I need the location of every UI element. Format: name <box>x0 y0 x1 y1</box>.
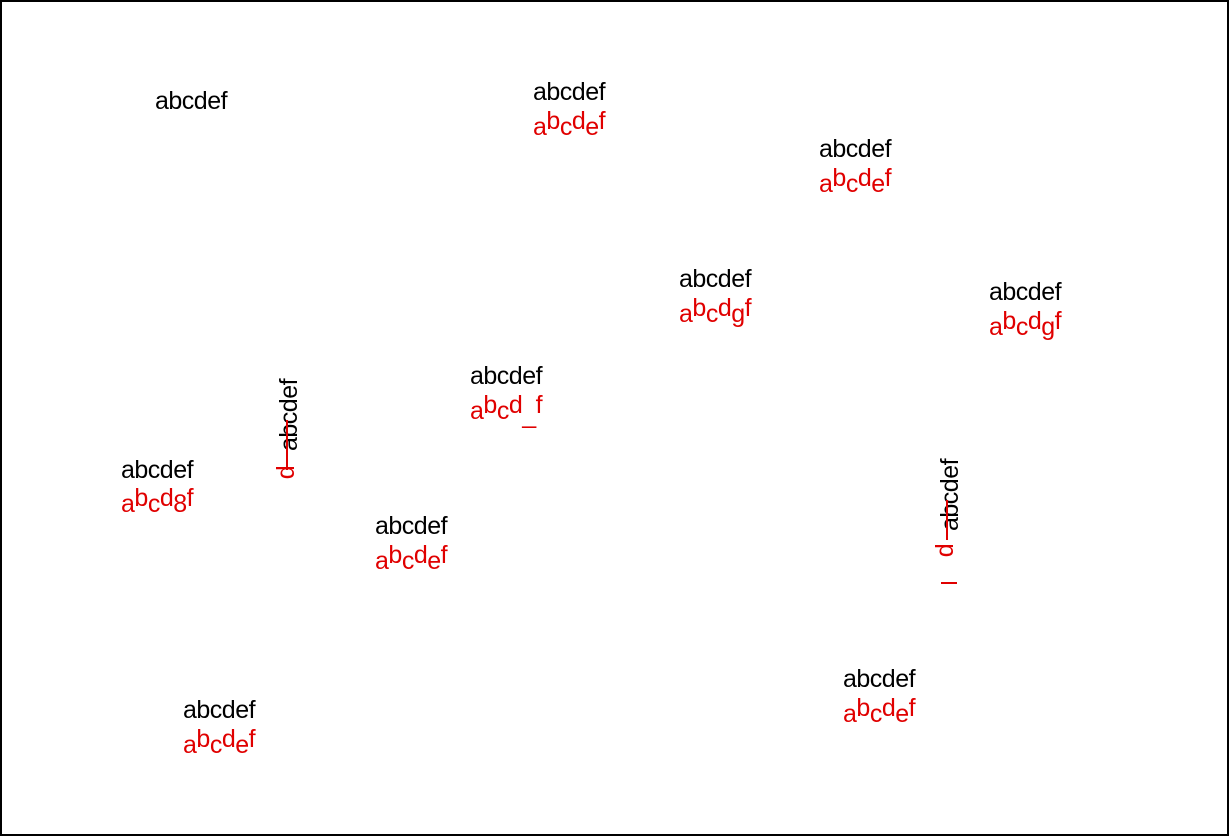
red-letter: f <box>884 164 892 192</box>
red-label-10: abcdef <box>843 694 916 728</box>
red-letter: 8 <box>173 490 187 518</box>
red-letter: c <box>496 397 510 425</box>
red-letter: b <box>196 725 210 753</box>
red-label-5: abcdgf <box>989 307 1062 341</box>
red-letter: d <box>857 164 872 192</box>
red-label-8: abcdef <box>375 541 448 575</box>
red-letter: f <box>908 694 916 722</box>
red-letter: d <box>881 694 896 722</box>
vertical-red-label-2: d <box>931 543 960 558</box>
black-label-4: abcdef <box>679 265 752 293</box>
black-label-5: abcdef <box>989 278 1062 306</box>
red-letter: b <box>832 164 846 192</box>
vertical-red-tick-2 <box>946 500 948 540</box>
red-letter: e <box>871 170 885 198</box>
red-letter: e <box>427 547 441 575</box>
red-letter: a <box>375 547 389 575</box>
black-label-3: abcdef <box>819 135 892 163</box>
red-letter: b <box>546 107 560 135</box>
red-letter: d <box>1027 307 1042 335</box>
red-letter: c <box>559 113 573 141</box>
red-letter: c <box>845 170 859 198</box>
red-letter: b <box>692 294 706 322</box>
red-letter: f <box>598 107 606 135</box>
black-label-9: abcdef <box>183 696 256 724</box>
red-letter: f <box>535 391 543 419</box>
red-letter: g <box>731 300 745 328</box>
red-letter: c <box>1015 313 1029 341</box>
red-label-7: abcd8f <box>121 484 194 518</box>
red-letter: f <box>1054 307 1062 335</box>
red-letter: a <box>183 731 197 759</box>
red-letter: e <box>235 731 249 759</box>
vertical-black-label-1: abcdef <box>275 378 303 451</box>
red-letter: d <box>159 484 174 512</box>
black-label-6: abcdef <box>470 362 543 390</box>
red-letter: c <box>401 547 415 575</box>
red-letter: c <box>705 300 719 328</box>
red-letter: c <box>147 490 161 518</box>
red-letter: f <box>248 725 256 753</box>
vertical-black-label-2: abcdef <box>936 458 964 531</box>
red-label-4: abcdgf <box>679 294 752 328</box>
black-label-8: abcdef <box>375 512 448 540</box>
red-letter: d <box>221 725 236 753</box>
red-letter: g <box>1041 313 1055 341</box>
red-letter: b <box>388 541 402 569</box>
red-letter: b <box>1002 307 1016 335</box>
red-letter: a <box>843 700 857 728</box>
red-letter: a <box>819 170 833 198</box>
black-label-7: abcdef <box>121 456 194 484</box>
red-letter: b <box>856 694 870 722</box>
red-label-6: abcd_f <box>470 391 543 429</box>
red-label-2: abcdef <box>533 107 606 141</box>
red-letter: d <box>413 541 428 569</box>
black-label-1: abcdef <box>155 87 228 115</box>
red-letter: f <box>744 294 752 322</box>
red-letter: b <box>483 391 497 419</box>
red-letter: a <box>989 313 1003 341</box>
red-letter: a <box>533 113 547 141</box>
red-letter: e <box>895 700 909 728</box>
black-label-2: abcdef <box>533 78 606 106</box>
red-letter: c <box>209 731 223 759</box>
red-letter: d <box>571 107 586 135</box>
red-letter: a <box>121 490 135 518</box>
red-letter: d <box>508 391 523 419</box>
red-letter: c <box>869 700 883 728</box>
vertical-red-dash-1 <box>286 420 288 470</box>
red-letter: a <box>470 397 484 425</box>
vertical-red-dash-2 <box>941 582 957 584</box>
red-letter: f <box>440 541 448 569</box>
red-label-9: abcdef <box>183 725 256 759</box>
red-letter: e <box>585 113 599 141</box>
red-letter: _ <box>522 401 536 429</box>
red-letter: b <box>134 484 148 512</box>
red-letter: f <box>186 484 194 512</box>
red-letter: d <box>717 294 732 322</box>
red-label-3: abcdef <box>819 164 892 198</box>
black-label-10: abcdef <box>843 665 916 693</box>
red-letter: a <box>679 300 693 328</box>
